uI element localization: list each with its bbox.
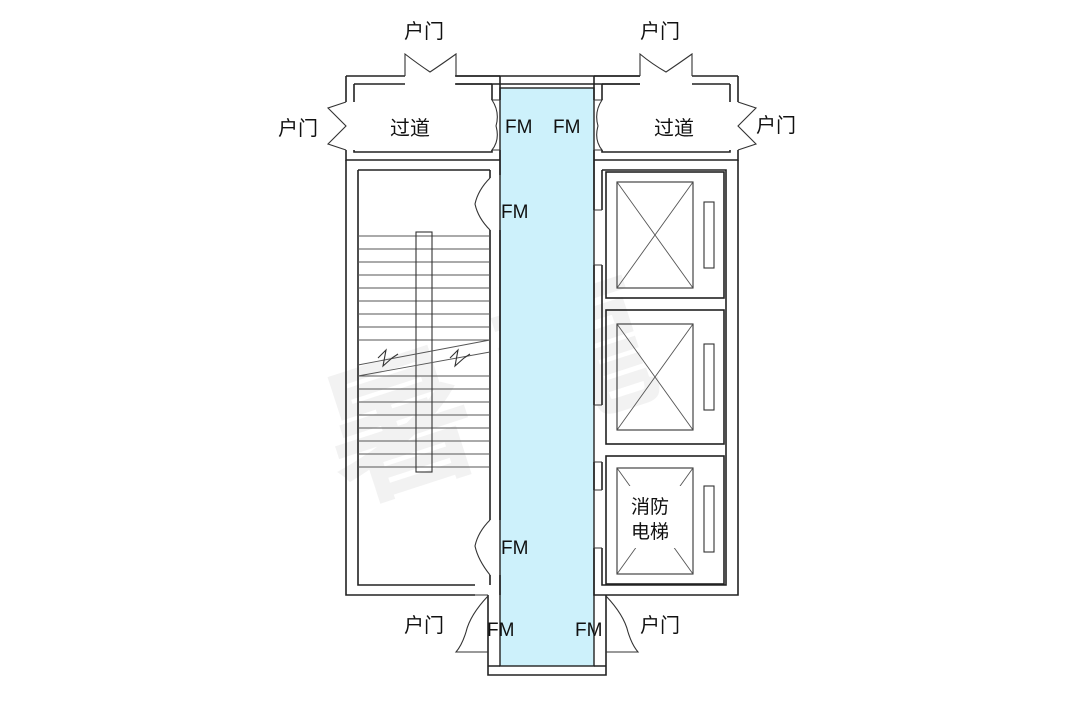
fire-door-label-2: FM: [553, 117, 580, 138]
stair-shaft: [345, 160, 501, 596]
elevator-car-2: [605, 309, 725, 445]
corridor-label-right: 过道: [654, 117, 694, 140]
fire-door-label-1: FM: [505, 117, 532, 138]
elevator-block: [593, 160, 739, 596]
door-label-top-right: 户门: [640, 20, 680, 43]
fire-front-room: [499, 87, 595, 667]
door-label-left: 户门: [278, 117, 318, 140]
elevator-car-1: [605, 171, 725, 299]
door-swings: [326, 52, 758, 653]
door-label-bottom-right: 户门: [640, 614, 680, 637]
fire-door-label-3: FM: [501, 202, 528, 223]
fire-door-label-6: FM: [575, 620, 602, 641]
fire-elevator-label-line1: 消防: [631, 496, 669, 518]
fire-elevator-label-line2: 电梯: [631, 521, 669, 543]
fire-door-label-5: FM: [487, 620, 514, 641]
door-label-right: 户门: [756, 114, 796, 137]
door-label-top-left: 户门: [404, 20, 444, 43]
stair-treads: [357, 231, 491, 473]
fire-door-label-4: FM: [501, 538, 528, 559]
top-wall: [455, 75, 640, 85]
door-label-bottom-left: 户门: [404, 614, 444, 637]
bottom-wall: [487, 595, 607, 676]
fire-elevator-car: [605, 455, 725, 585]
corridor-label-left: 过道: [390, 117, 430, 140]
